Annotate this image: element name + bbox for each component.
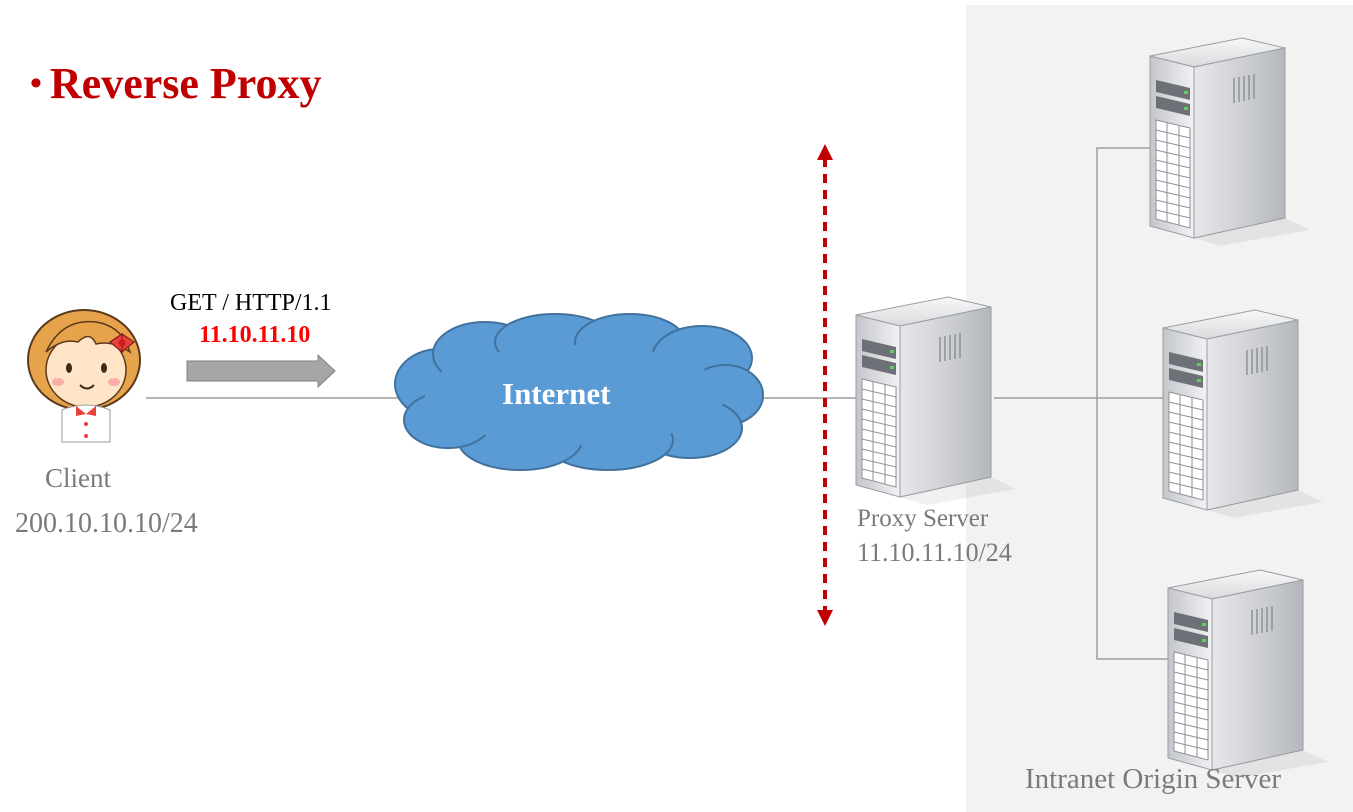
page-title: •Reverse Proxy bbox=[30, 58, 322, 109]
girl-avatar-icon bbox=[27, 309, 141, 443]
client-ip: 200.10.10.10/24 bbox=[15, 508, 198, 539]
intranet-bus-link bbox=[1096, 147, 1170, 660]
client-label: Client bbox=[45, 463, 111, 493]
title-bullet: • bbox=[30, 65, 42, 102]
network-links bbox=[146, 147, 1170, 660]
firewall-boundary-icon bbox=[817, 144, 833, 626]
proxy-server-ip: 11.10.11.10/24 bbox=[857, 538, 1012, 567]
cloud-icon bbox=[394, 313, 764, 471]
intranet-origin-label: Intranet Origin Server bbox=[1025, 763, 1282, 795]
title-text: Reverse Proxy bbox=[49, 59, 322, 108]
request-target-ip: 11.10.11.10 bbox=[199, 322, 311, 348]
request-method-label: GET / HTTP/1.1 bbox=[170, 290, 332, 316]
internet-label: Internet bbox=[502, 376, 611, 411]
proxy-server-label: Proxy Server bbox=[857, 505, 989, 532]
request-arrow-icon bbox=[186, 353, 336, 389]
